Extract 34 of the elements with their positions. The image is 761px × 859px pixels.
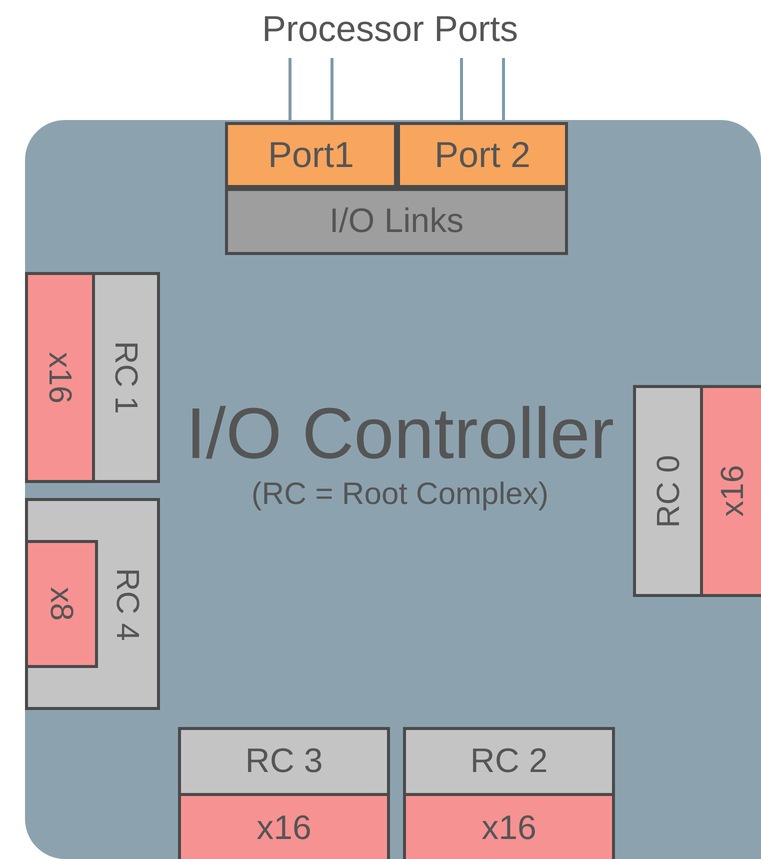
root-complex-label: RC 3 bbox=[245, 742, 323, 781]
lane-label: x16 bbox=[714, 465, 750, 517]
root-complex-label: RC 4 bbox=[109, 568, 146, 640]
root-complex-box bbox=[178, 727, 390, 796]
lane-width-box bbox=[178, 793, 390, 859]
connector-line bbox=[502, 58, 505, 122]
processor-ports-heading: Processor Ports bbox=[262, 8, 518, 50]
connector-line bbox=[288, 58, 292, 122]
connector-line bbox=[330, 58, 334, 122]
lane-label: x16 bbox=[482, 808, 536, 848]
connector-line bbox=[460, 58, 463, 122]
root-complex-label: RC 2 bbox=[470, 742, 548, 781]
link-label: I/O Links bbox=[329, 202, 464, 241]
lane-width-box bbox=[700, 385, 761, 597]
root-complex-label: RC 0 bbox=[650, 454, 686, 528]
lane-width-box bbox=[25, 540, 98, 668]
root-complex-box bbox=[633, 385, 703, 597]
block-title: I/O Controller bbox=[186, 395, 614, 474]
controller-block bbox=[25, 120, 761, 859]
lane-label: x16 bbox=[42, 352, 78, 404]
root-complex-box bbox=[25, 498, 160, 710]
lane-label: x8 bbox=[43, 587, 80, 621]
port-label: Port1 bbox=[268, 134, 354, 176]
link-box bbox=[225, 188, 568, 255]
root-complex-box bbox=[403, 727, 615, 796]
port-box bbox=[397, 122, 568, 188]
port-box bbox=[225, 122, 397, 188]
block-subtitle: (RC = Root Complex) bbox=[251, 475, 549, 514]
lane-label: x16 bbox=[256, 808, 312, 848]
root-complex-label: RC 1 bbox=[108, 341, 144, 414]
port-label: Port 2 bbox=[434, 134, 531, 176]
lane-width-box bbox=[403, 793, 615, 859]
root-complex-box bbox=[92, 272, 160, 483]
lane-width-box bbox=[25, 272, 95, 483]
